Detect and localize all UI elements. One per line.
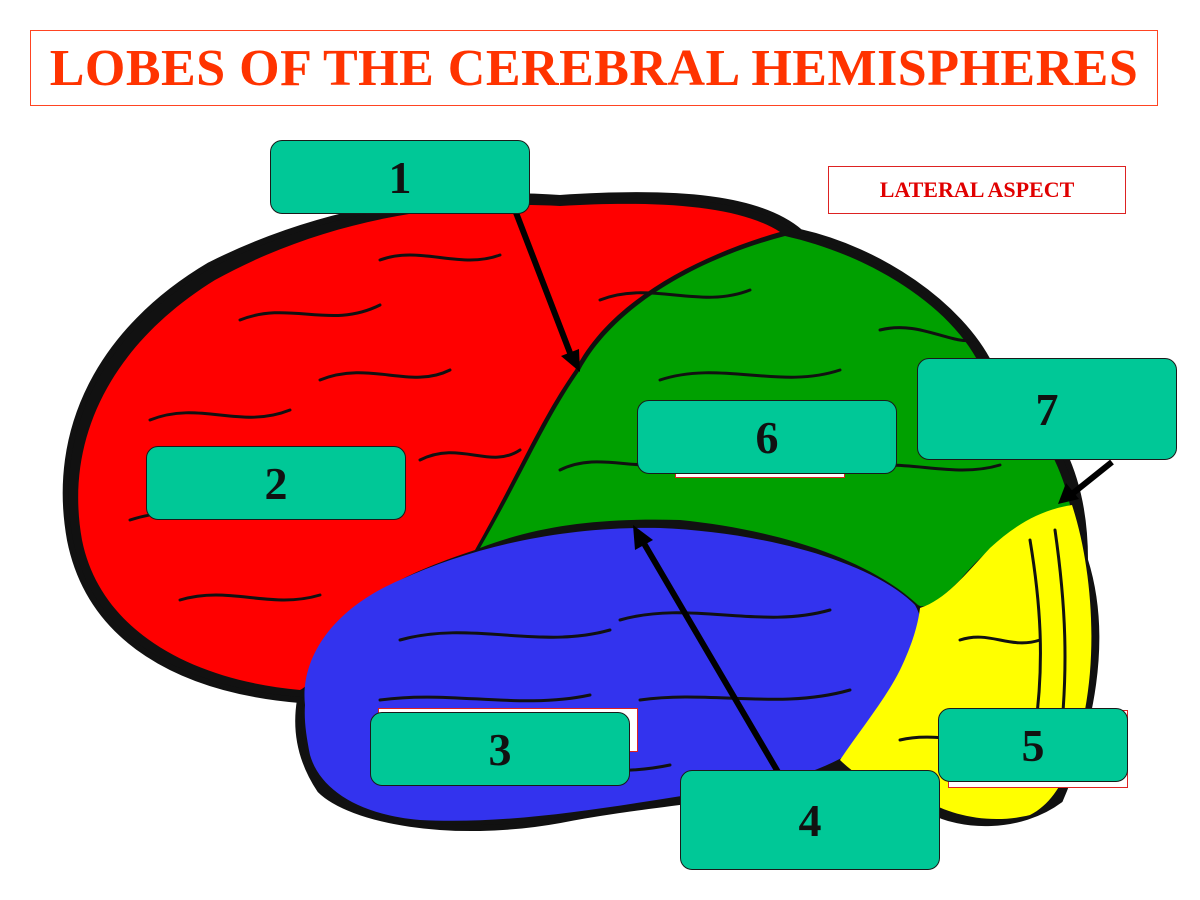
arrow-7	[1070, 459, 1114, 497]
label-box-4[interactable]: 4	[680, 770, 940, 870]
arrow-1-head	[561, 349, 580, 372]
sulci-texture	[128, 253, 1067, 773]
title-frame: LOBES OF THE CEREBRAL HEMISPHERES	[30, 30, 1158, 106]
label-box-1[interactable]: 1	[270, 140, 530, 214]
label-box-5[interactable]: 5	[938, 708, 1128, 782]
label-box-3[interactable]: 3	[370, 712, 630, 786]
arrow-4	[639, 538, 781, 774]
arrow-1	[512, 208, 575, 360]
label-box-2[interactable]: 2	[146, 446, 406, 520]
frontal-lobe	[78, 203, 781, 690]
pointer-arrows	[512, 208, 1114, 774]
arrow-4-head	[633, 525, 653, 550]
aspect-label: LATERAL ASPECT	[879, 177, 1075, 202]
diagram-title: LOBES OF THE CEREBRAL HEMISPHERES	[49, 39, 1139, 97]
aspect-label-frame: LATERAL ASPECT	[828, 166, 1126, 214]
label-box-7[interactable]: 7	[917, 358, 1177, 460]
label-box-6[interactable]: 6	[637, 400, 897, 474]
arrow-7-head	[1058, 483, 1079, 504]
